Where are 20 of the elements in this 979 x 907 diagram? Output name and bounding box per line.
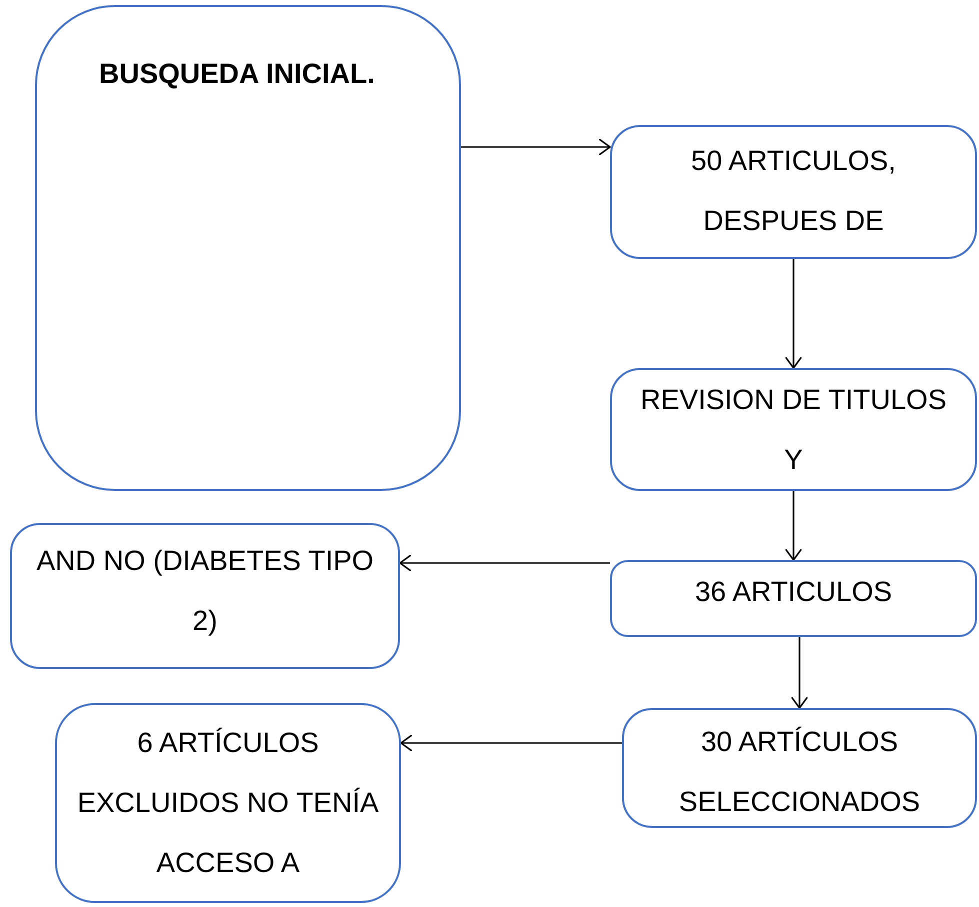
arrow — [461, 138, 611, 156]
process-box — [610, 125, 977, 259]
heading-text: BUSQUEDA INICIAL. — [99, 57, 375, 91]
box-text: 36 ARTICULOS — [694, 575, 892, 609]
box-text: 6 ARTÍCULOS EXCLUIDOS NO TENÍA ACCESO A — [76, 726, 380, 880]
box-text: REVISION DE TITULOS Y — [640, 383, 948, 477]
process-box — [610, 560, 977, 637]
arrow — [400, 734, 622, 752]
process-box — [35, 5, 461, 491]
arrow — [784, 259, 802, 369]
process-box — [610, 368, 977, 491]
box-text: 30 ARTÍCULOS SELECCIONADOS — [678, 725, 922, 819]
box-text: 50 ARTICULOS, DESPUES DE — [690, 144, 897, 238]
process-box — [10, 523, 400, 669]
box-text: AND NO (DIABETES TIPO 2) — [35, 544, 375, 638]
process-box — [622, 708, 977, 828]
process-box — [55, 703, 401, 903]
arrow — [784, 491, 802, 561]
arrow — [790, 637, 808, 709]
arrow — [399, 554, 610, 572]
